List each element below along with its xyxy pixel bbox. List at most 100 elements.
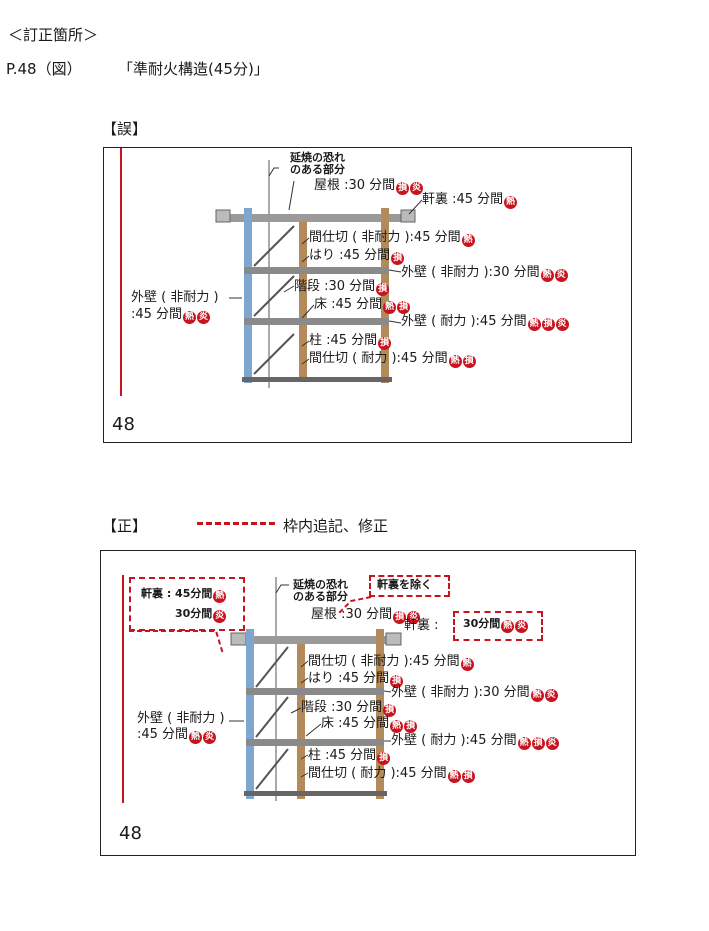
son-badge-icon: 損: [376, 283, 390, 296]
leader-lines: [229, 180, 423, 365]
label-gaiheki-tai: 外壁 ( 耐力 ):45 分間熱損炎: [391, 733, 559, 750]
son-badge-icon: 損: [393, 611, 407, 624]
floor-3: [244, 267, 389, 274]
eave-right: [385, 632, 402, 646]
leader-lines: [229, 660, 392, 778]
en-badge-icon: 炎: [555, 318, 569, 331]
column-left: [244, 208, 252, 383]
netsu-badge-icon: 熱: [460, 658, 474, 671]
new-eave-label: 30分間熱炎: [463, 617, 529, 633]
netsu-badge-icon: 熱: [504, 196, 518, 209]
building-section-diagram: [129, 577, 402, 801]
netsu-badge-icon: 熱: [183, 311, 197, 324]
label-nokiura: 軒裏 :: [404, 618, 439, 633]
netsu-badge-icon: 熱: [189, 731, 203, 744]
netsu-badge-icon: 熱: [390, 720, 404, 733]
floor-3: [246, 688, 384, 695]
ground-line: [242, 377, 392, 382]
en-badge-icon: 炎: [554, 269, 568, 282]
en-badge-icon: 炎: [203, 731, 217, 744]
son-badge-icon: 損: [404, 720, 418, 733]
son-badge-icon: 損: [462, 355, 476, 368]
son-badge-icon: 損: [377, 752, 391, 765]
netsu-badge-icon: 熱: [530, 689, 544, 702]
page-number: 48: [112, 414, 135, 435]
label-hashira: 柱 :45 分間損: [309, 333, 392, 350]
column-middle: [299, 222, 307, 382]
enshou-label-2: のある部分: [290, 163, 345, 176]
eave-callout-line: [129, 630, 224, 655]
en-badge-icon: 炎: [213, 610, 227, 623]
reference-title: 「準耐火構造(45分)」: [118, 60, 269, 78]
column-middle: [297, 644, 305, 799]
label-gaiheki-hi-left-2: :45 分間熱炎: [131, 307, 211, 324]
label-gaiheki-hi-right: 外壁 ( 非耐力 ):30 分間熱炎: [401, 265, 568, 282]
remove-eave-box: [369, 575, 450, 597]
new-eave-box: [453, 611, 543, 641]
column-right: [376, 629, 384, 799]
label-kaidan: 階段 :30 分間損: [294, 279, 390, 296]
en-badge-icon: 炎: [197, 311, 211, 324]
stair-1: [253, 225, 295, 267]
netsu-badge-icon: 熱: [540, 269, 554, 282]
netsu-badge-icon: 熱: [517, 737, 531, 750]
son-badge-icon: 損: [397, 301, 411, 314]
remove-callout-line: [338, 596, 372, 614]
label-majikiri-hi: 間仕切 ( 非耐力 ):45 分間熱: [309, 230, 475, 247]
son-badge-icon: 損: [383, 704, 397, 717]
label-majikiri-hi: 間仕切 ( 非耐力 ):45 分間熱: [308, 654, 474, 671]
stair-2: [255, 696, 289, 738]
correct-figure: 軒裏 : 45分間熱 30分間炎 延焼の恐れ のある部分 軒裏を除く 屋根 :3…: [100, 550, 636, 856]
floor-2: [244, 318, 389, 325]
roof-slab: [224, 214, 409, 222]
netsu-badge-icon: 熱: [213, 590, 227, 603]
legend-text: 枠内追記、修正: [283, 517, 389, 535]
label-nokiura: 軒裏 :45 分間熱: [422, 192, 518, 209]
en-badge-icon: 炎: [410, 182, 424, 195]
ground-line: [244, 791, 387, 796]
enshou-label-2: のある部分: [293, 590, 348, 603]
enshou-leader: [268, 167, 279, 177]
label-kaidan: 階段 :30 分間損: [301, 700, 397, 717]
eave-left: [230, 632, 247, 646]
enshou-label-1: 延焼の恐れ: [290, 151, 345, 164]
son-badge-icon: 損: [461, 770, 475, 783]
en-badge-icon: 炎: [515, 620, 529, 633]
netsu-badge-icon: 熱: [383, 301, 397, 314]
son-badge-icon: 損: [391, 252, 405, 265]
label-gaiheki-tai: 外壁 ( 耐力 ):45 分間熱損炎: [401, 314, 569, 331]
label-hari: はり :45 分間損: [308, 671, 404, 688]
eave-left: [215, 209, 231, 223]
remove-eave-label: 軒裏を除く: [377, 578, 432, 591]
wrong-figure: 延焼の恐れ のある部分 屋根 :30 分間損炎 軒裏 :45 分間熱 間仕切 (…: [103, 147, 632, 443]
en-badge-icon: 炎: [544, 689, 558, 702]
correction-heading: ＜訂正箇所＞: [8, 26, 99, 44]
label-gaiheki-hi-right: 外壁 ( 非耐力 ):30 分間熱炎: [391, 685, 558, 702]
netsu-badge-icon: 熱: [448, 355, 462, 368]
enshou-leader: [275, 584, 289, 594]
netsu-badge-icon: 熱: [447, 770, 461, 783]
label-gaiheki-hi-left-2: :45 分間熱炎: [137, 727, 217, 744]
label-yuka: 床 :45 分間熱損: [321, 716, 418, 733]
son-badge-icon: 損: [541, 318, 555, 331]
son-badge-icon: 損: [378, 337, 392, 350]
label-yuka: 床 :45 分間熱損: [314, 297, 411, 314]
netsu-badge-icon: 熱: [501, 620, 515, 633]
netsu-badge-icon: 熱: [527, 318, 541, 331]
floor-2: [246, 739, 384, 746]
label-gaiheki-hi-left-1: 外壁 ( 非耐力 ): [131, 290, 219, 305]
box-nokiura-label: 軒裏 : 45分間熱: [141, 587, 227, 603]
red-vertical-line: [120, 148, 122, 396]
red-vertical-line: [122, 575, 124, 803]
stair-3: [255, 748, 289, 790]
roof-slab: [236, 636, 396, 644]
en-badge-icon: 炎: [407, 611, 421, 624]
en-badge-icon: 炎: [545, 737, 559, 750]
stair-3: [253, 333, 295, 375]
enshou-label-1: 延焼の恐れ: [293, 578, 348, 591]
label-majikiri-tai: 間仕切 ( 耐力 ):45 分間熱損: [308, 766, 475, 783]
netsu-badge-icon: 熱: [461, 234, 475, 247]
added-eave-box: [129, 577, 245, 631]
correct-tag: 【正】: [102, 517, 148, 535]
label-hashira: 柱 :45 分間損: [308, 748, 391, 765]
